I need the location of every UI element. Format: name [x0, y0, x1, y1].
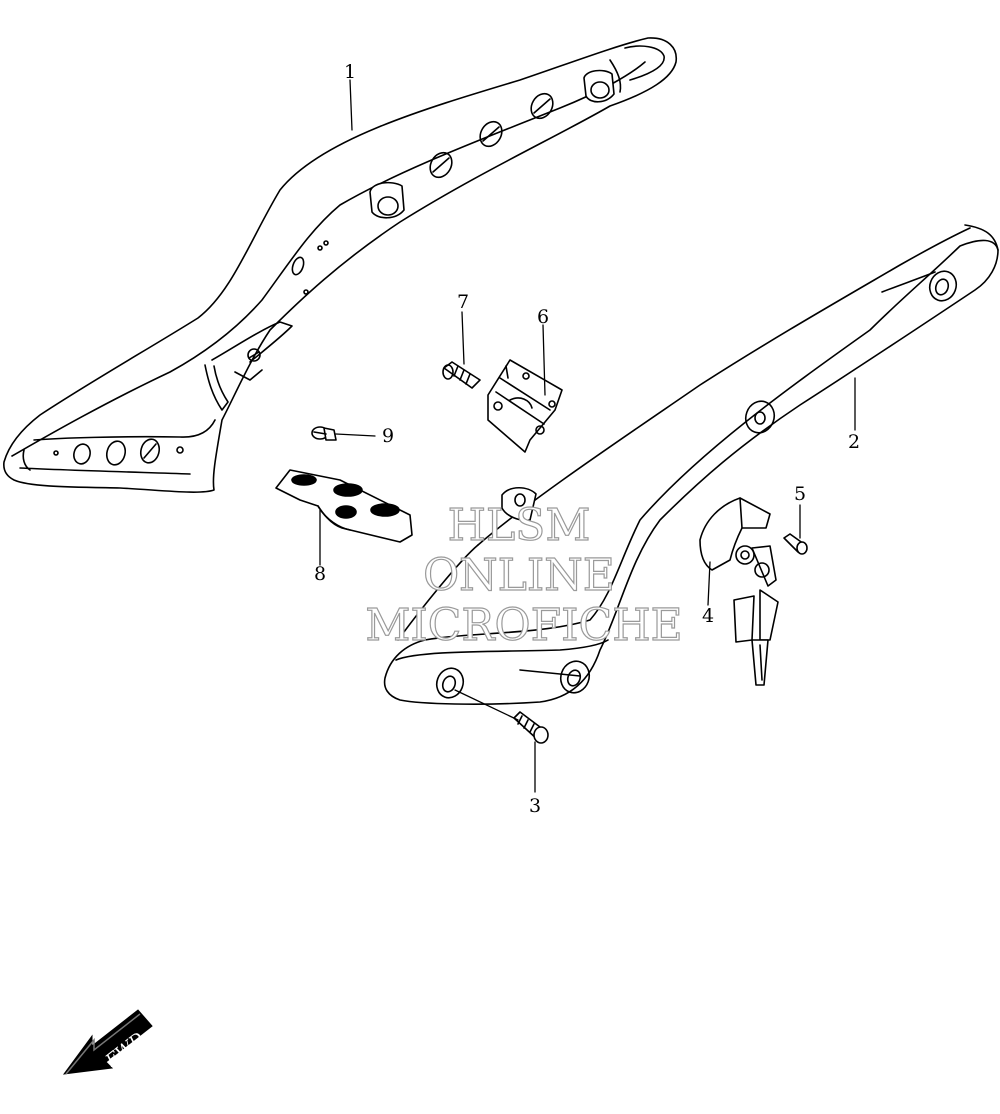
part-1-grab-rail-left	[3, 37, 677, 493]
part-3-screw	[513, 711, 549, 744]
callout-2: 2	[848, 431, 860, 453]
part-2-grab-rail-right	[383, 224, 999, 705]
callout-5: 5	[794, 483, 806, 505]
watermark: HLSM ONLINE MICROFICHE	[365, 499, 684, 651]
callout-7: 7	[457, 291, 469, 313]
watermark-line-3: MICROFICHE	[365, 600, 682, 651]
callout-4: 4	[702, 605, 714, 627]
callout-8: 8	[314, 563, 326, 585]
fwd-arrow: FWD	[62, 1009, 153, 1075]
part-6-hinge	[487, 359, 563, 453]
watermark-line-2: ONLINE	[423, 550, 615, 601]
part-9-screw	[311, 426, 337, 441]
callout-numbers: 1 2 3 4 5 6 7 8 9	[314, 61, 860, 817]
leader-lines	[319, 79, 856, 793]
callout-3: 3	[529, 795, 541, 817]
rail-1-end-holes	[53, 438, 184, 466]
part-4-lock	[699, 497, 779, 686]
watermark-line-1: HLSM	[448, 500, 591, 551]
rail-1-holes	[369, 69, 615, 219]
arrow-icon	[62, 1009, 153, 1075]
part-7-bolt	[442, 361, 481, 389]
rail-2-holes	[435, 270, 958, 699]
part-8-plate	[275, 469, 413, 543]
callout-6: 6	[537, 306, 549, 328]
callout-9: 9	[382, 425, 394, 447]
callout-1: 1	[344, 61, 356, 83]
part-5-screw	[783, 533, 808, 555]
